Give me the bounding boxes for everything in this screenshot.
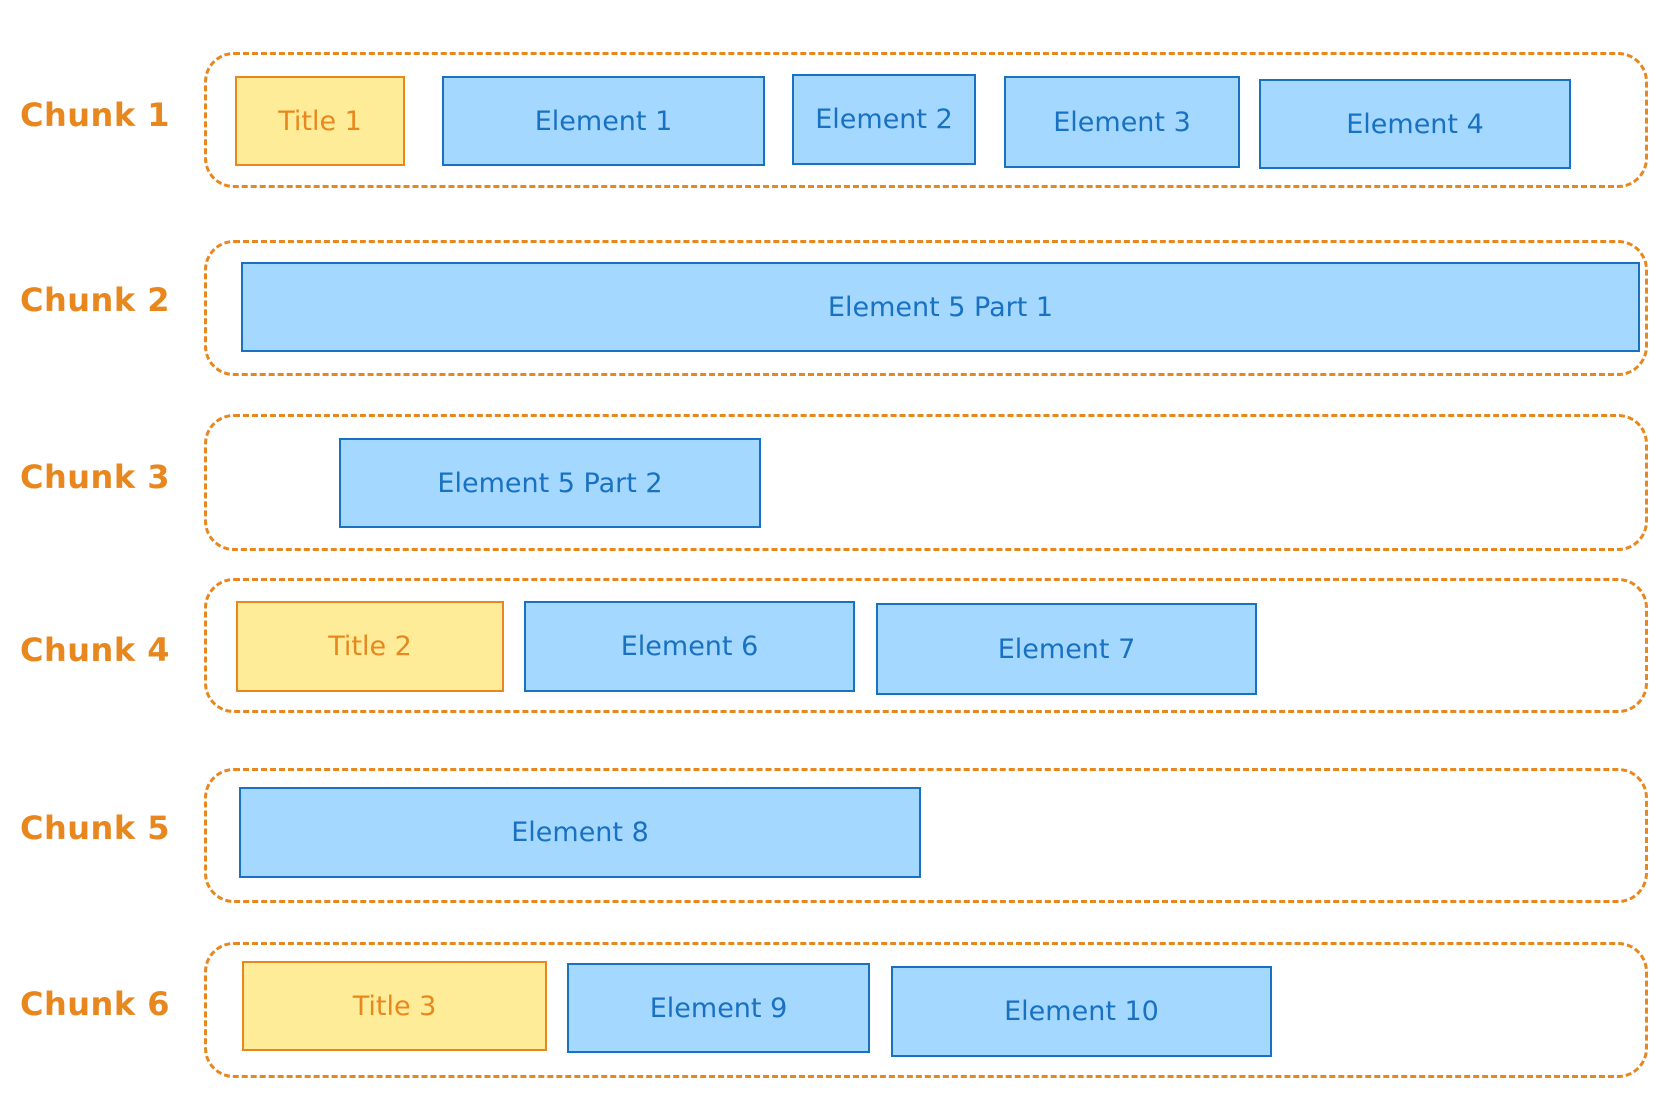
chunk-frame-6: [204, 942, 1648, 1078]
chunk-label-6: Chunk 6: [20, 985, 171, 1023]
chunk-frame-2: [204, 240, 1648, 376]
element-box-5-part-1: Element 5 Part 1: [241, 262, 1640, 352]
element-box-1: Element 1: [442, 76, 765, 166]
chunk-frame-4: [204, 578, 1648, 713]
title-box-1: Title 1: [235, 76, 405, 166]
chunk-label-3: Chunk 3: [20, 458, 171, 496]
chunk-frame-1: [204, 52, 1648, 188]
element-box-9: Element 9: [567, 963, 870, 1053]
chunk-label-1: Chunk 1: [20, 96, 171, 134]
element-box-3: Element 3: [1004, 76, 1240, 168]
element-box-2: Element 2: [792, 74, 976, 165]
chunk-frame-3: [204, 414, 1648, 551]
chunk-frame-5: [204, 768, 1648, 903]
title-box-2: Title 2: [236, 601, 504, 692]
chunk-label-2: Chunk 2: [20, 281, 171, 319]
element-box-5-part-2: Element 5 Part 2: [339, 438, 761, 528]
element-box-10: Element 10: [891, 966, 1272, 1057]
element-box-8: Element 8: [239, 787, 921, 878]
chunk-label-4: Chunk 4: [20, 631, 171, 669]
title-box-3: Title 3: [242, 961, 547, 1051]
element-box-7: Element 7: [876, 603, 1257, 695]
element-box-6: Element 6: [524, 601, 855, 692]
element-box-4: Element 4: [1259, 79, 1571, 169]
chunk-label-5: Chunk 5: [20, 809, 171, 847]
